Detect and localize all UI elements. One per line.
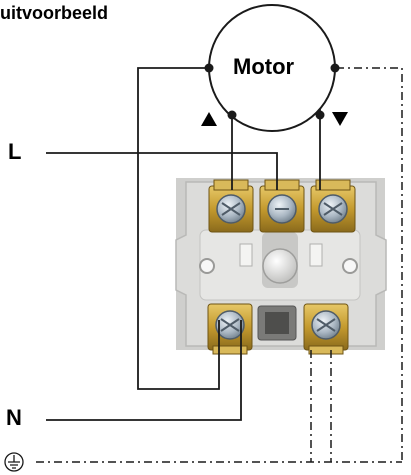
down-arrow-icon xyxy=(332,112,348,126)
fixing-hole xyxy=(199,258,215,274)
terminal-top-left xyxy=(208,179,254,233)
terminal-bottom-left xyxy=(207,303,253,355)
switch-knob xyxy=(262,248,298,284)
terminal-bottom-right xyxy=(303,303,349,355)
neutral-wire xyxy=(46,320,242,421)
earth-wires xyxy=(36,67,403,463)
motor-terminal-dot xyxy=(315,110,325,120)
neutral-terminal-label: N xyxy=(6,405,22,430)
motor-terminal-dot xyxy=(227,110,237,120)
line-terminal-label: L xyxy=(8,139,22,164)
motor-common-wire xyxy=(137,67,220,390)
fixing-hole xyxy=(342,258,358,274)
earth-wire-motor xyxy=(336,67,403,462)
terminal-top-middle xyxy=(259,179,305,233)
motor-terminal-dot xyxy=(204,63,214,73)
protective-earth-icon xyxy=(4,452,24,472)
motor-label: Motor xyxy=(233,54,295,79)
diagram-title: uitvoorbeeld xyxy=(0,3,109,23)
line-wire xyxy=(46,152,278,190)
up-arrow-icon xyxy=(201,112,217,126)
terminal-top-right xyxy=(310,179,356,233)
motor-terminal-dot xyxy=(330,63,340,73)
